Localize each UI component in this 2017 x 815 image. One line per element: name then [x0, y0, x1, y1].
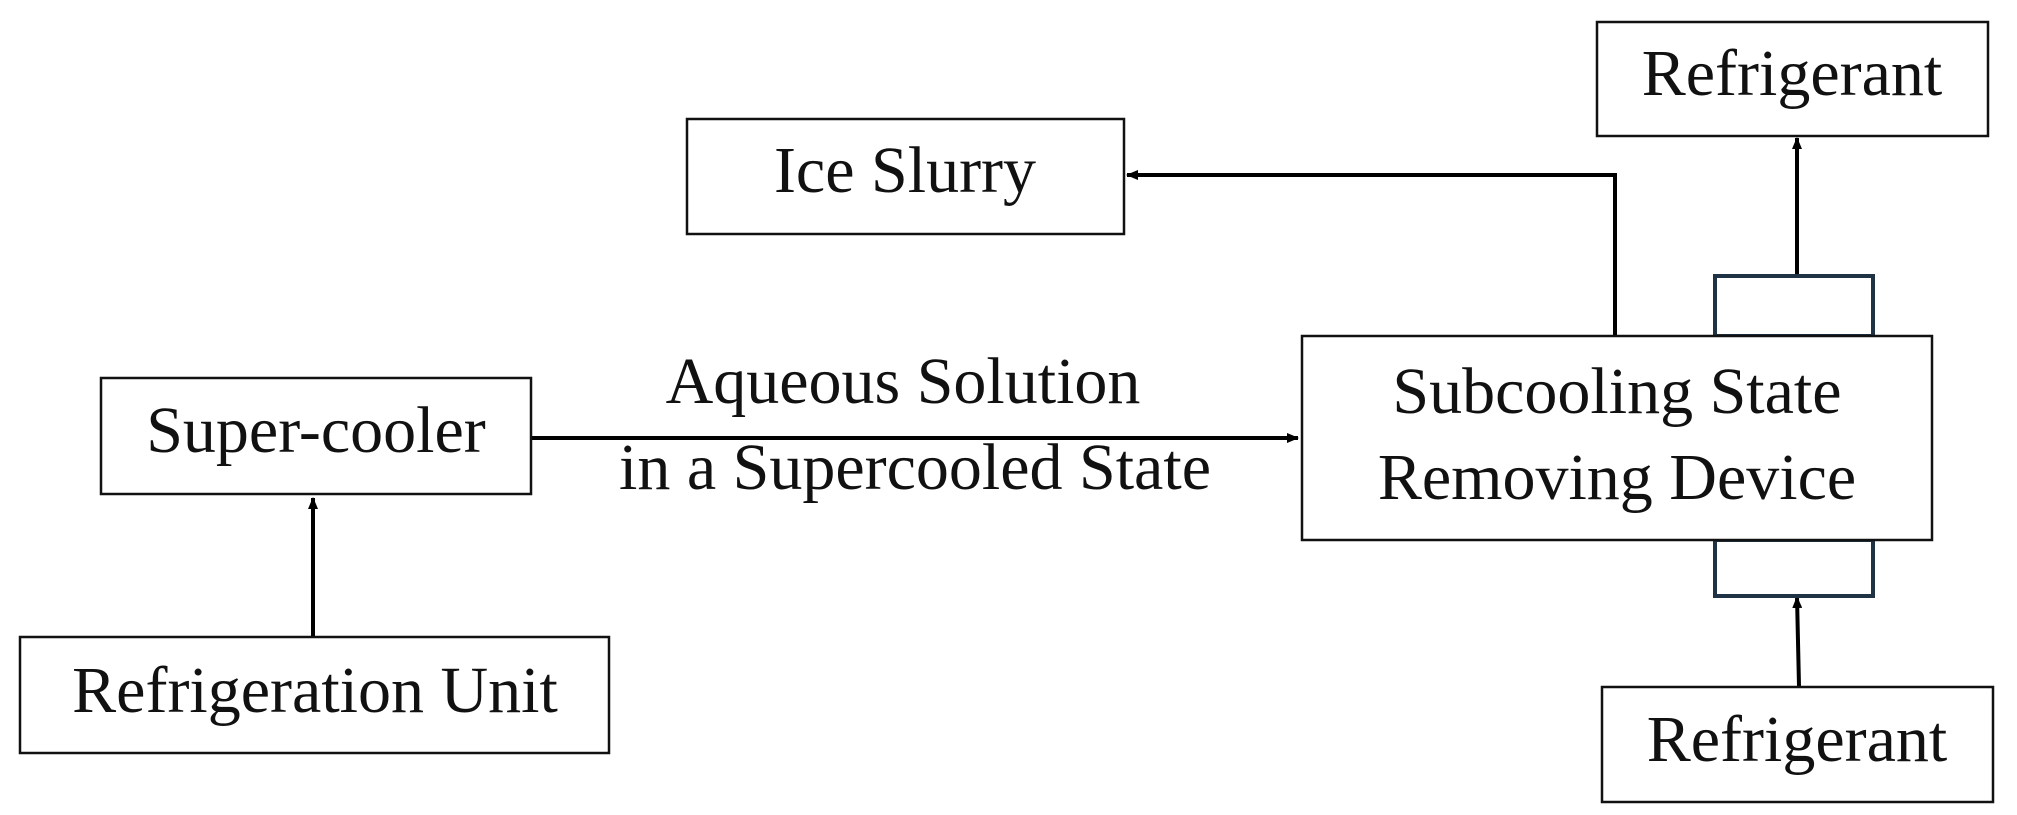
node-refrigerant-bottom: Refrigerant — [1600, 685, 1995, 804]
node-refrigerant-top: Refrigerant — [1595, 20, 1990, 138]
main-flow-label-line1: Aqueous Solution — [666, 345, 1141, 418]
node-refrigeration-unit: Refrigeration Unit — [18, 635, 611, 755]
node-super-cooler: Super-cooler — [99, 376, 533, 496]
node-ice-slurry: Ice Slurry — [685, 117, 1126, 236]
node-super-cooler-label: Super-cooler — [146, 394, 486, 467]
node-removing-device: Subcooling State Removing Device — [1300, 334, 1934, 542]
node-removing-device-label-line1: Subcooling State — [1392, 355, 1841, 428]
arrow-refrigerant-in-to-lower-port — [1792, 596, 1803, 687]
node-refrigeration-unit-label: Refrigeration Unit — [72, 654, 558, 727]
node-refrigerant-bottom-label: Refrigerant — [1647, 703, 1948, 776]
node-removing-device-label-line2: Removing Device — [1378, 441, 1856, 514]
refrigerant-inlet-port — [1713, 538, 1875, 598]
refrigerant-outlet-port — [1713, 274, 1875, 338]
arrow-removing-device-to-ice-slurry — [1126, 170, 1617, 336]
node-refrigerant-top-label: Refrigerant — [1642, 37, 1943, 110]
main-flow-label-line2: in a Supercooled State — [619, 431, 1211, 504]
connectors — [308, 137, 1803, 687]
node-ice-slurry-label: Ice Slurry — [774, 134, 1036, 207]
